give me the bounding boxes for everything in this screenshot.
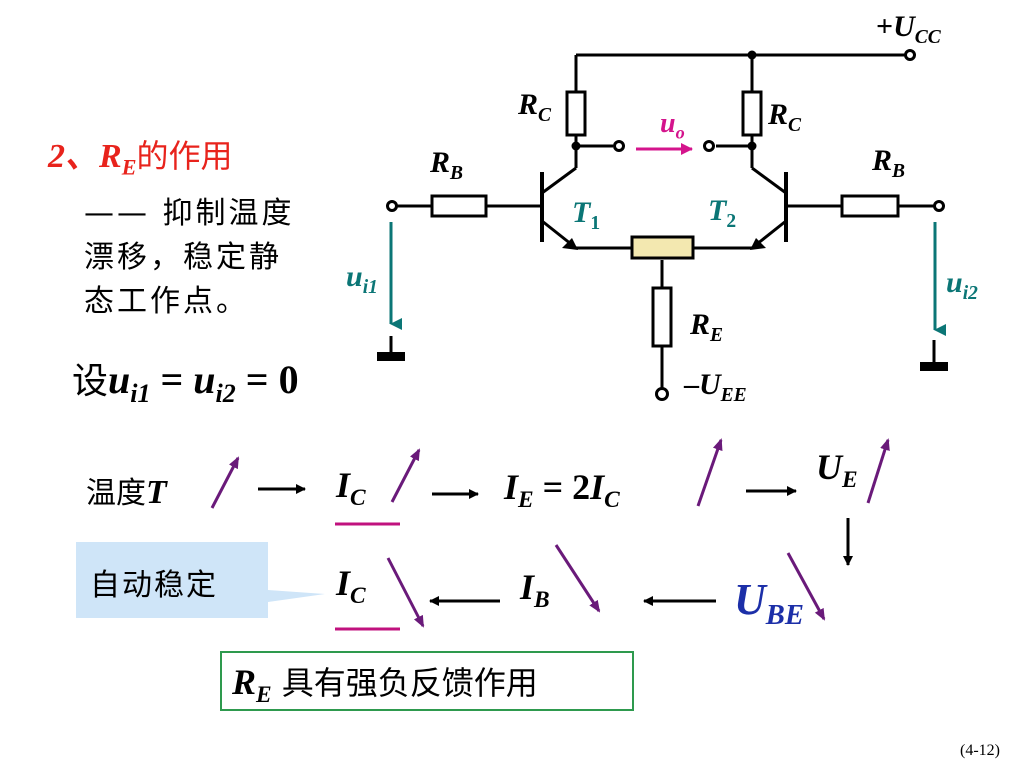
ui2-sub: i2 bbox=[962, 282, 978, 304]
ie-ic-sub: C bbox=[604, 487, 620, 514]
ui2-symbol: u bbox=[946, 266, 963, 299]
ui1-sub: i1 bbox=[362, 276, 378, 298]
heading-symbol-sub: E bbox=[121, 154, 137, 180]
conclusion-box bbox=[220, 651, 634, 711]
re-potentiometer bbox=[630, 235, 695, 260]
vee-symbol: U bbox=[699, 368, 721, 401]
ui1-symbol: u bbox=[346, 260, 363, 293]
ic-top-label: IC bbox=[336, 464, 366, 512]
rb-left-symbol: R bbox=[430, 146, 451, 179]
condition-eq1: = bbox=[150, 357, 194, 402]
t1-label: T1 bbox=[572, 196, 600, 235]
section-heading: 2、RE的作用 bbox=[48, 128, 232, 181]
re-symbol: R bbox=[690, 308, 711, 341]
condition-u2-sub: i2 bbox=[215, 379, 236, 409]
temperature-text: 温度 bbox=[86, 476, 146, 511]
ie-ic-symbol: I bbox=[590, 467, 605, 507]
temperature-label: 温度T bbox=[86, 468, 167, 512]
t2-label: T2 bbox=[708, 194, 736, 233]
callout-shape bbox=[76, 542, 325, 618]
rb-right-symbol: R bbox=[872, 144, 893, 177]
ib-sub: B bbox=[534, 587, 550, 614]
rc-left-label: RC bbox=[518, 88, 551, 127]
condition-prefix: 设 bbox=[72, 361, 109, 402]
rc-left-symbol: R bbox=[518, 88, 539, 121]
rc-right-label: RC bbox=[768, 98, 801, 137]
description-line-3: 态工作点。 bbox=[84, 284, 249, 319]
rb-right-sub: B bbox=[892, 160, 906, 182]
ui2-label: ui2 bbox=[946, 266, 978, 305]
conclusion-text: RE 具有强负反馈作用 bbox=[232, 658, 538, 709]
ic-top-sub: C bbox=[350, 485, 366, 512]
rc-right-symbol: R bbox=[768, 98, 789, 131]
ie-sub: E bbox=[518, 487, 534, 514]
conclusion-symbol: R bbox=[232, 662, 257, 702]
vcc-symbol: U bbox=[893, 10, 915, 43]
ue-sub: E bbox=[842, 467, 858, 494]
ube-symbol: U bbox=[734, 575, 766, 624]
ube-sub: BE bbox=[765, 600, 804, 631]
ic-bottom-sub: C bbox=[350, 583, 366, 610]
ue-label: UE bbox=[816, 446, 858, 494]
ue-symbol: U bbox=[816, 447, 842, 487]
ib-symbol: I bbox=[520, 567, 535, 607]
vee-sign: – bbox=[684, 368, 699, 401]
ic-bottom-label: IC bbox=[336, 562, 366, 610]
rb-left-label: RB bbox=[430, 146, 463, 185]
rb-right-label: RB bbox=[872, 144, 905, 183]
ube-label: UBE bbox=[734, 574, 804, 632]
rb-left-sub: B bbox=[450, 162, 464, 184]
conclusion-sub: E bbox=[256, 682, 272, 709]
vcc-sign: + bbox=[876, 10, 894, 43]
resistors bbox=[430, 90, 900, 348]
page-number: (4-12) bbox=[960, 742, 1000, 759]
temperature-symbol: T bbox=[146, 474, 167, 511]
description-line-1: —— 抑制温度 bbox=[84, 196, 295, 231]
vcc-label: +UCC bbox=[876, 10, 941, 49]
condition-eq2: = 0 bbox=[235, 357, 299, 402]
t1-symbol: T bbox=[572, 196, 591, 229]
ib-label: IB bbox=[520, 566, 550, 614]
condition-u2: u bbox=[193, 357, 216, 402]
vee-label: –UEE bbox=[684, 368, 747, 407]
uo-symbol: u bbox=[660, 108, 676, 139]
vcc-sub: CC bbox=[914, 26, 941, 48]
condition-u1-sub: i1 bbox=[130, 379, 151, 409]
heading-symbol: R bbox=[99, 138, 122, 175]
condition-equation: 设ui1 = ui2 = 0 bbox=[72, 352, 299, 409]
description-line-2: 漂移，稳定静 bbox=[84, 240, 282, 275]
ic-top-symbol: I bbox=[336, 465, 351, 505]
uo-sub: o bbox=[675, 122, 685, 143]
re-sub: E bbox=[710, 324, 724, 346]
ie-symbol: I bbox=[504, 467, 519, 507]
heading-number: 2、 bbox=[48, 138, 99, 175]
ie-eq: = 2 bbox=[533, 467, 591, 507]
description: —— 抑制温度 漂移，稳定静 态工作点。 bbox=[84, 192, 295, 324]
vee-sub: EE bbox=[720, 384, 747, 406]
re-label: RE bbox=[690, 308, 723, 347]
rc-right-sub: C bbox=[788, 114, 802, 136]
ui1-label: ui1 bbox=[346, 260, 378, 299]
t1-sub: 1 bbox=[590, 212, 601, 234]
condition-u1: u bbox=[108, 357, 131, 402]
t2-symbol: T bbox=[708, 194, 727, 227]
heading-rest: 的作用 bbox=[136, 137, 233, 175]
ie-equation: IE = 2IC bbox=[504, 466, 620, 514]
rc-left-sub: C bbox=[538, 104, 552, 126]
conclusion-body: 具有强负反馈作用 bbox=[271, 664, 538, 702]
ic-bottom-symbol: I bbox=[336, 563, 351, 603]
callout-text: 自动稳定 bbox=[90, 568, 218, 603]
t2-sub: 2 bbox=[726, 210, 737, 232]
uo-label: uo bbox=[660, 108, 685, 143]
